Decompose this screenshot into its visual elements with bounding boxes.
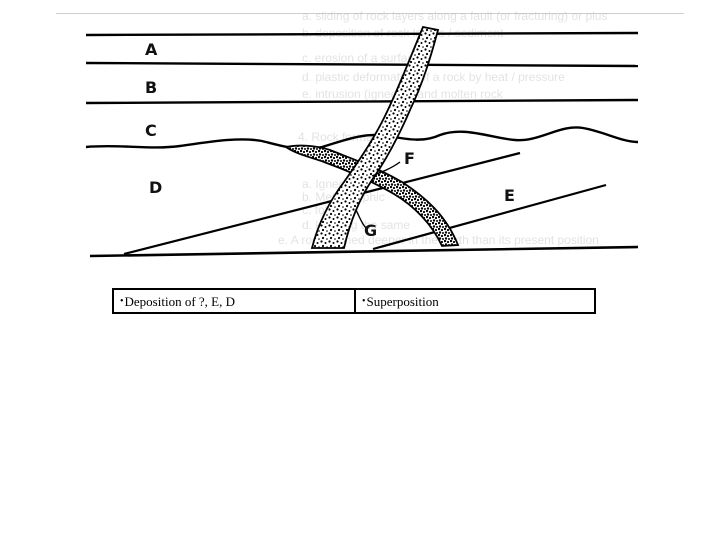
bullet-icon: • [362, 296, 366, 307]
answer-right-text: Superposition [366, 294, 439, 309]
layer-label-f: F [404, 149, 415, 168]
leader-line-g [355, 209, 367, 229]
answer-cell-left: •Deposition of ?, E, D [114, 290, 354, 312]
tilted-bed-line-1 [123, 151, 521, 256]
diagonal-dike-g [310, 25, 440, 249]
top-rule [56, 13, 684, 14]
bullet-icon: • [120, 296, 124, 307]
leader-line-f [371, 161, 401, 177]
layer-boundary-top [85, 31, 639, 37]
layer-boundary-a-b [85, 61, 639, 68]
layer-label-g: G [364, 221, 377, 240]
layer-boundary-b-c [85, 98, 639, 105]
layer-label-b: B [145, 78, 157, 97]
layer-label-c: C [145, 121, 157, 140]
bottom-boundary [89, 245, 639, 258]
tilted-bed-line-2 [372, 183, 607, 251]
curved-intrusion-f [283, 144, 460, 247]
answer-table: •Deposition of ?, E, D •Superposition [112, 288, 596, 314]
answer-cell-right: •Superposition [354, 290, 594, 312]
answer-left-text: Deposition of ?, E, D [124, 294, 235, 309]
layer-label-a: A [145, 40, 158, 59]
layer-label-e: E [504, 186, 515, 205]
layer-label-d: D [149, 178, 162, 197]
rock-layers-cross-section: A B C D E F G [85, 25, 639, 258]
erosion-surface [85, 126, 639, 151]
